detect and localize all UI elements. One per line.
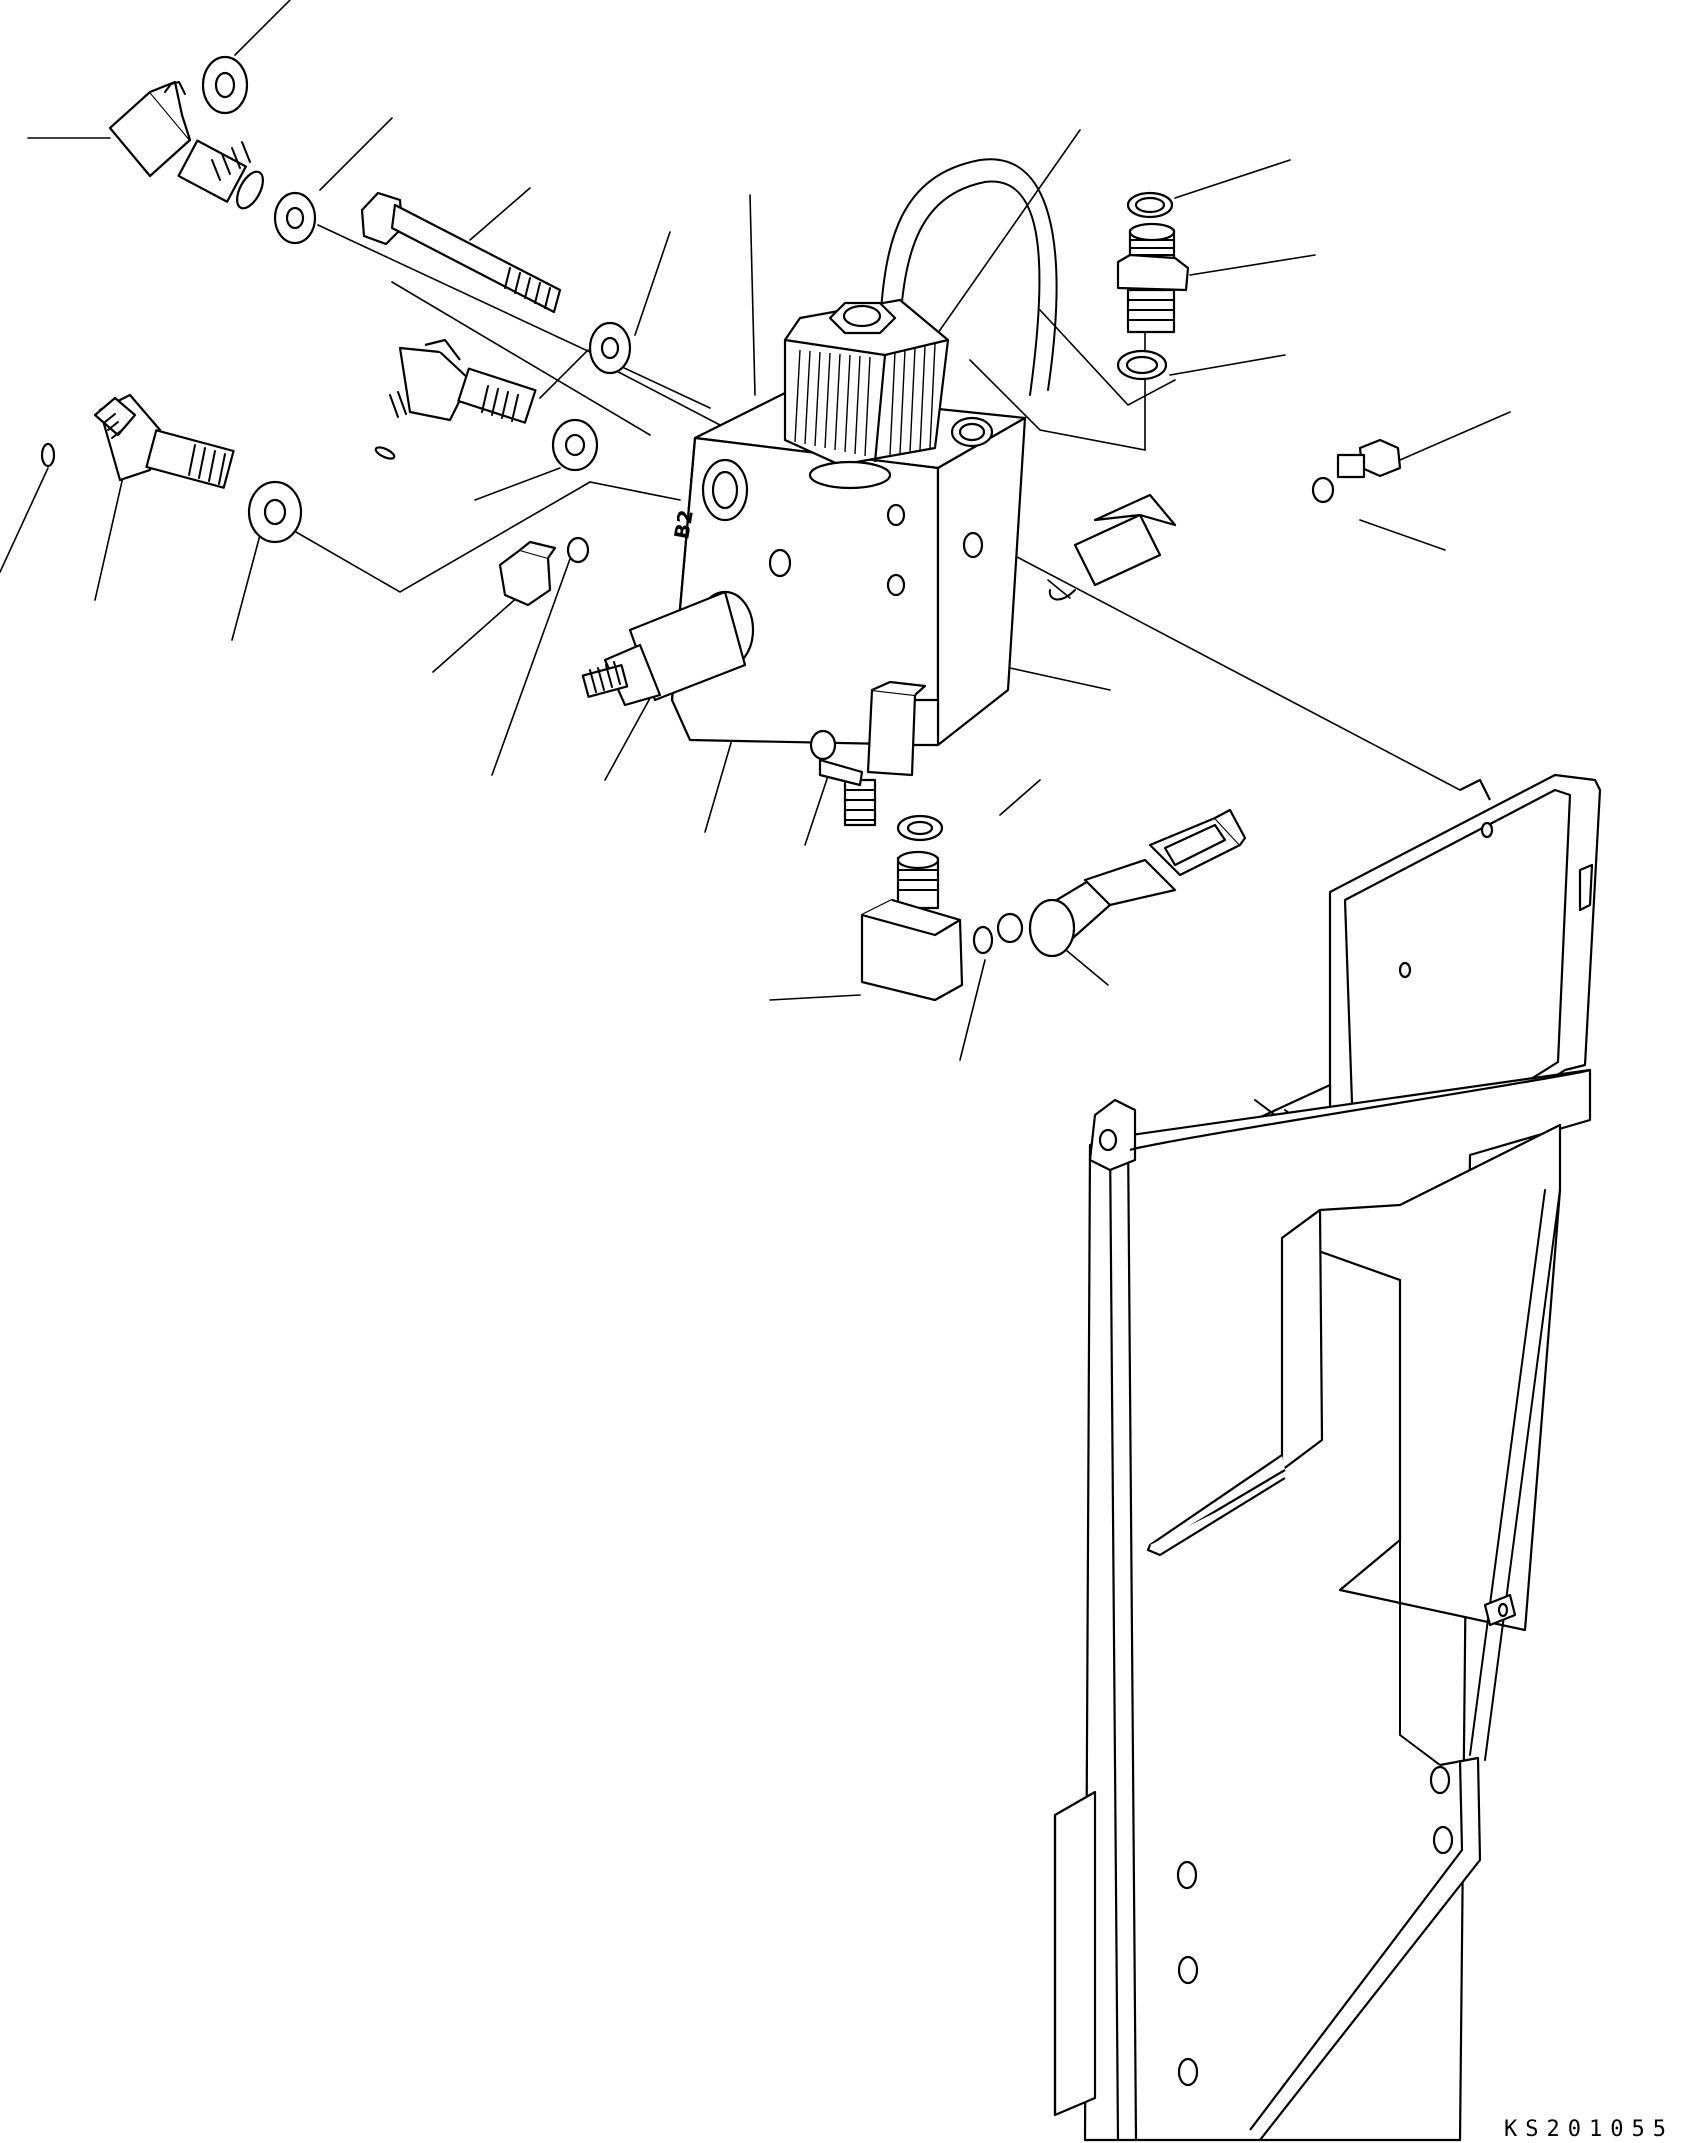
washer-seal (1116, 349, 1168, 381)
washer (588, 321, 632, 375)
mounting-hole (1177, 2057, 1199, 2087)
elbow-plug (860, 814, 994, 1002)
hex-bolt (360, 191, 562, 314)
mounting-hole (1432, 1825, 1454, 1855)
mounting-hole (1429, 1765, 1451, 1795)
port-b2: B2 (669, 458, 749, 541)
pressure-switch (996, 808, 1247, 958)
port-mark-label: B2 (669, 508, 698, 541)
o-ring (40, 442, 56, 468)
leader-lines (0, 0, 1511, 1061)
elbow-45-fitting (93, 393, 235, 489)
mounting-bracket (1053, 773, 1602, 2142)
solenoid-coil (783, 298, 950, 490)
washer-seal (1126, 191, 1174, 219)
elbow-fitting (389, 338, 537, 424)
washer (273, 191, 317, 245)
adapter-fitting (1116, 222, 1190, 334)
pin (374, 446, 396, 460)
washer (201, 55, 249, 115)
plug (498, 536, 590, 607)
washer (551, 418, 599, 472)
drawing-code-label: KS201055 (1504, 2117, 1674, 2142)
washer (247, 480, 303, 544)
relief-valve-cartridge (581, 590, 755, 707)
mounting-hole (1177, 1955, 1199, 1985)
electrical-connector (1048, 493, 1177, 601)
bottom-cartridge (818, 680, 927, 827)
solenoid-cable (879, 158, 1058, 396)
plug (1311, 438, 1402, 504)
mounting-hole (1176, 1860, 1198, 1890)
banjo-fitting (108, 80, 264, 210)
